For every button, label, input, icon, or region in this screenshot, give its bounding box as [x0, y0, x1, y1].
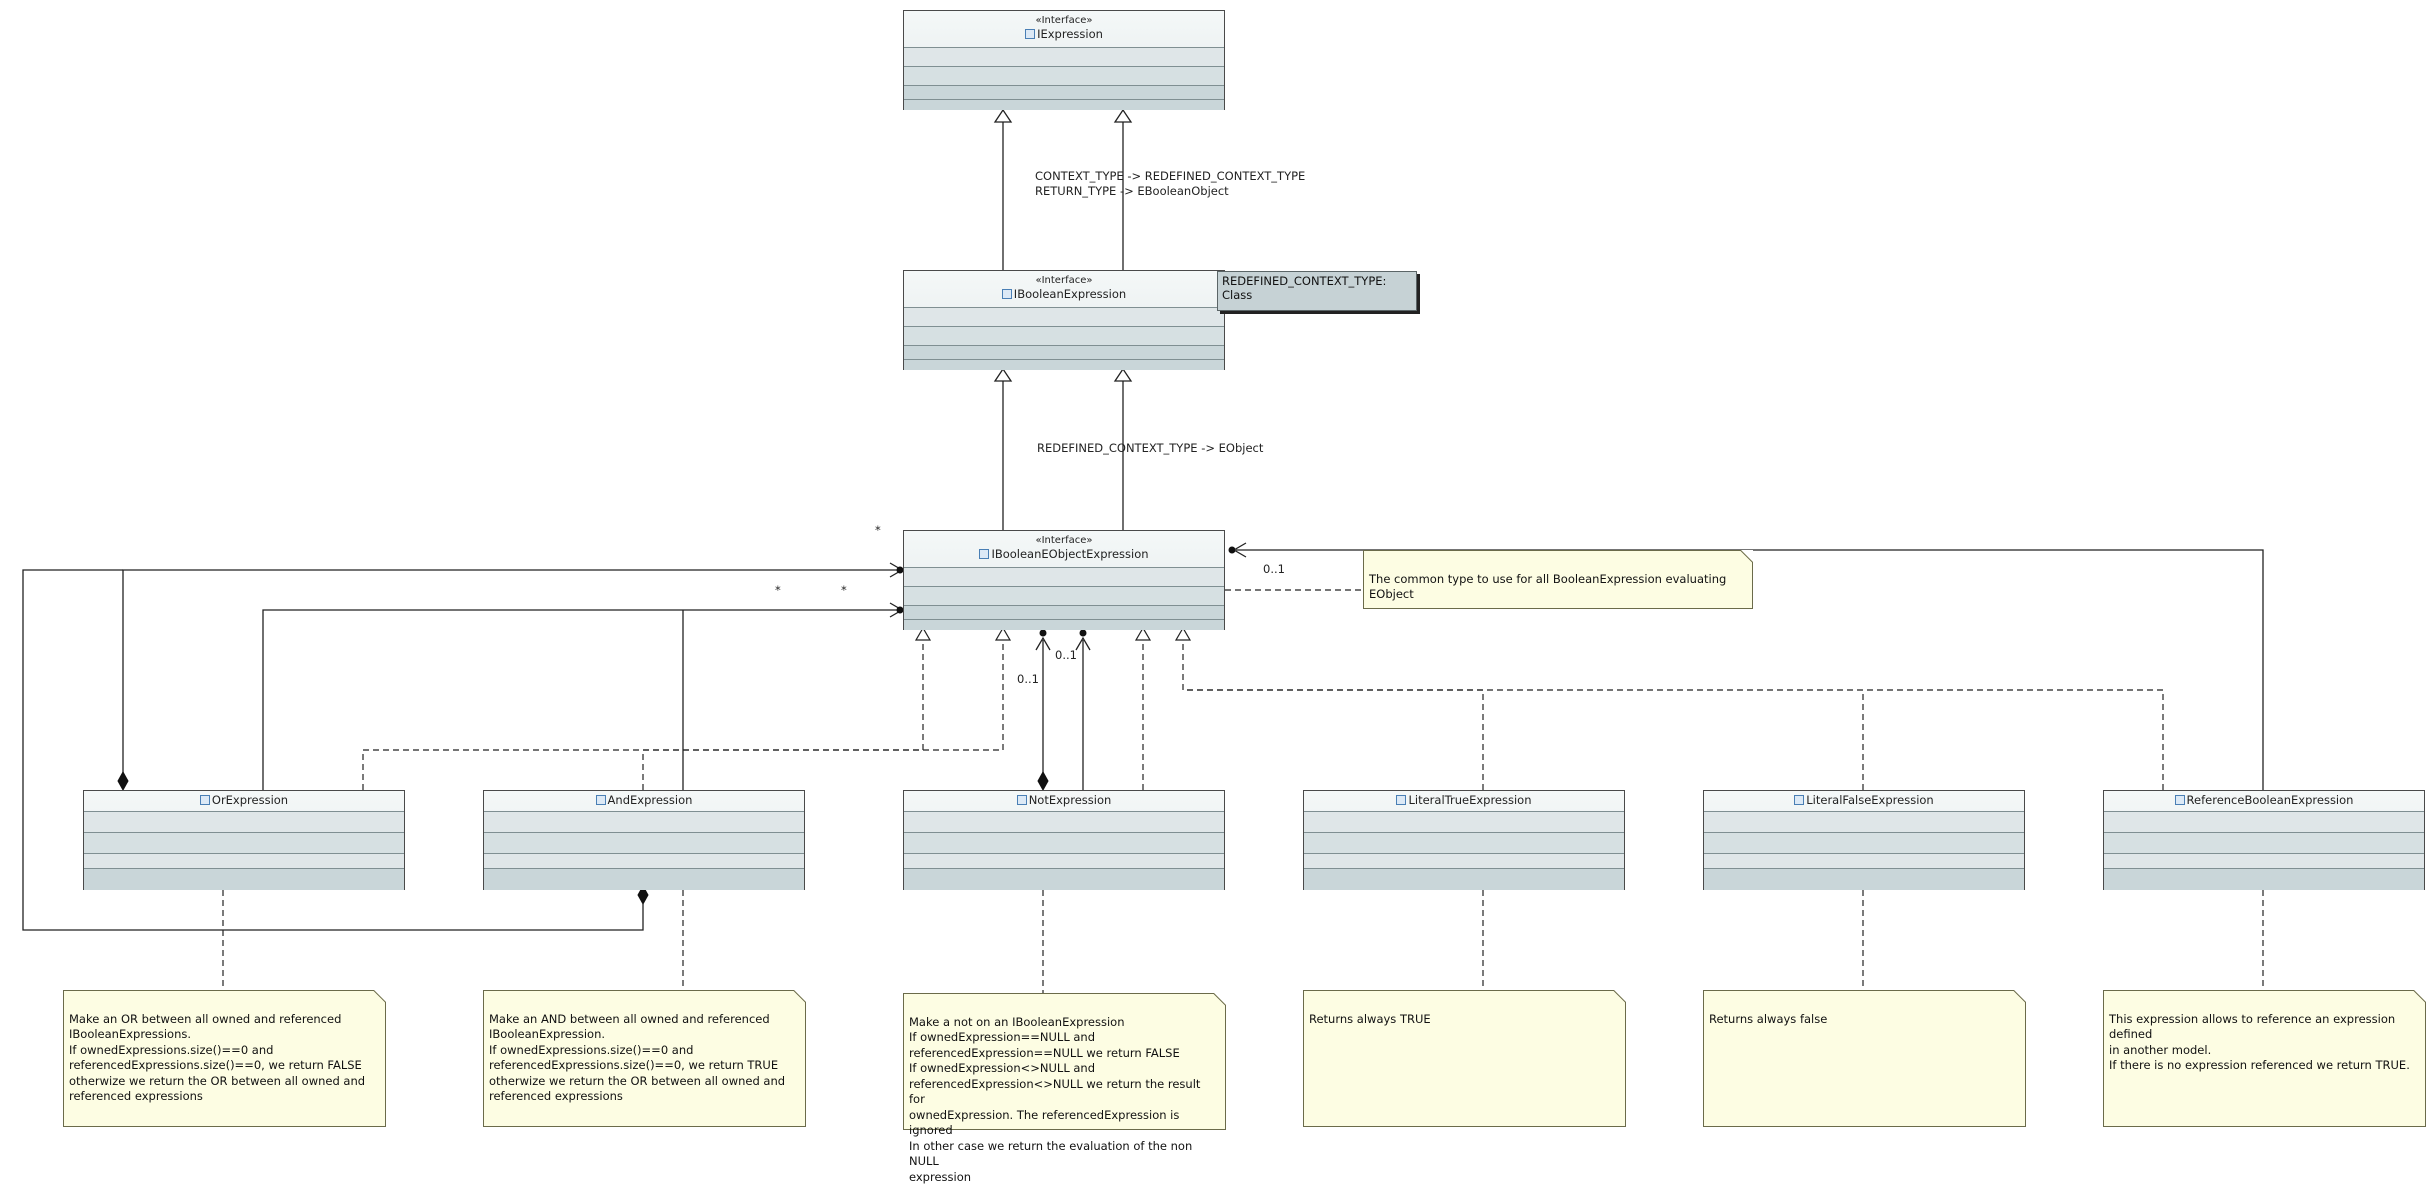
- generalization-arrowhead: [993, 367, 1013, 382]
- class-not-expression[interactable]: NotExpression: [903, 790, 1225, 890]
- realization-arrowhead: [1134, 626, 1152, 641]
- class-icon: [1794, 795, 1805, 805]
- class-name: LiteralTrueExpression: [1408, 793, 1532, 807]
- interface-icon: [1025, 29, 1036, 39]
- class-icon: [1396, 795, 1407, 805]
- association-line: [22, 569, 644, 931]
- note-text: Returns always false: [1709, 1011, 1828, 1026]
- class-iboolean-eobject-expression[interactable]: «Interface»IBooleanEObjectExpression: [903, 530, 1225, 630]
- note-text: Make an OR between all owned and referen…: [69, 1011, 366, 1104]
- class-literal-false-expression[interactable]: LiteralFalseExpression: [1703, 790, 2025, 890]
- generalization-arrowhead: [1113, 367, 1133, 382]
- binding-label-return-type: RETURN_TYPE -> EBooleanObject: [1035, 184, 1229, 198]
- note-literal-false: Returns always false: [1703, 990, 2026, 1127]
- composition-diamond: [637, 884, 649, 906]
- note-text: Returns always TRUE: [1309, 1011, 1431, 1026]
- class-or-expression[interactable]: OrExpression: [83, 790, 405, 890]
- class-and-expression[interactable]: AndExpression: [483, 790, 805, 890]
- note-text: Make a not on an IBooleanExpression If o…: [909, 1014, 1201, 1184]
- association-end-dot: [1079, 629, 1087, 637]
- multiplicity-star: *: [875, 523, 881, 537]
- class-icon: [199, 795, 210, 805]
- association-line: [262, 609, 900, 790]
- multiplicity-label: 0..1: [1017, 672, 1039, 686]
- class-name: NotExpression: [1028, 793, 1112, 807]
- class-icon: [595, 795, 606, 805]
- class-name: IExpression: [1037, 27, 1103, 41]
- association-line: [122, 569, 900, 778]
- composition-diamond: [117, 770, 129, 792]
- class-name: IBooleanEObjectExpression: [991, 547, 1149, 561]
- class-iboolean-expression[interactable]: «Interface»IBooleanExpression: [903, 270, 1225, 370]
- class-icon: [1016, 795, 1027, 805]
- navigability-arrowhead: [1075, 636, 1091, 651]
- navigability-arrowhead: [1035, 636, 1051, 651]
- note-not-expression: Make a not on an IBooleanExpression If o…: [903, 993, 1226, 1184]
- note-common-type: The common type to use for all BooleanEx…: [1363, 550, 1753, 609]
- multiplicity-star: *: [841, 583, 847, 597]
- realization-arrowhead: [914, 626, 932, 641]
- realization-line: [1182, 638, 1484, 790]
- class-name: OrExpression: [211, 793, 289, 807]
- multiplicity-star: *: [775, 583, 781, 597]
- interface-icon: [979, 549, 990, 559]
- realization-arrowhead: [1174, 626, 1192, 641]
- note-or-expression: Make an OR between all owned and referen…: [63, 990, 386, 1127]
- class-literal-true-expression[interactable]: LiteralTrueExpression: [1303, 790, 1625, 890]
- association-end-dot: [1228, 546, 1236, 554]
- note-text: This expression allows to reference an e…: [2109, 1011, 2410, 1073]
- class-reference-boolean-expression[interactable]: ReferenceBooleanExpression: [2103, 790, 2425, 890]
- class-iexpression[interactable]: «Interface»IExpression: [903, 10, 1225, 110]
- note-text: Make an AND between all owned and refere…: [489, 1011, 786, 1104]
- note-literal-true: Returns always TRUE: [1303, 990, 1626, 1127]
- template-binding-constraint: REDEFINED_CONTEXT_TYPE: Class: [1217, 271, 1417, 311]
- class-icon: [2174, 795, 2185, 805]
- realization-line: [1863, 689, 2164, 790]
- note-text: The common type to use for all BooleanEx…: [1369, 571, 1727, 602]
- composition-diamond: [1037, 770, 1049, 792]
- realization-line: [642, 638, 1004, 790]
- class-name: LiteralFalseExpression: [1806, 793, 1934, 807]
- interface-icon: [1001, 289, 1012, 299]
- stereotype-label: «Interface»: [1035, 535, 1093, 546]
- class-name: IBooleanExpression: [1013, 287, 1127, 301]
- binding-label-context-type: CONTEXT_TYPE -> REDEFINED_CONTEXT_TYPE: [1035, 169, 1306, 183]
- realization-arrowhead: [994, 626, 1012, 641]
- class-name: AndExpression: [607, 793, 693, 807]
- generalization-arrowhead: [993, 108, 1013, 123]
- generalization-arrowhead: [1113, 108, 1133, 123]
- multiplicity-label: 0..1: [1055, 648, 1077, 662]
- association-end-dot: [1039, 629, 1047, 637]
- class-name: ReferenceBooleanExpression: [2186, 793, 2354, 807]
- note-and-expression: Make an AND between all owned and refere…: [483, 990, 806, 1127]
- multiplicity-label: 0..1: [1263, 562, 1285, 576]
- stereotype-label: «Interface»: [1035, 15, 1093, 26]
- diagram-canvas: [22, 108, 2264, 993]
- realization-line: [1183, 689, 1864, 790]
- binding-label-eobject: REDEFINED_CONTEXT_TYPE -> EObject: [1037, 441, 1264, 455]
- stereotype-label: «Interface»: [1035, 275, 1093, 286]
- note-reference-expression: This expression allows to reference an e…: [2103, 990, 2426, 1127]
